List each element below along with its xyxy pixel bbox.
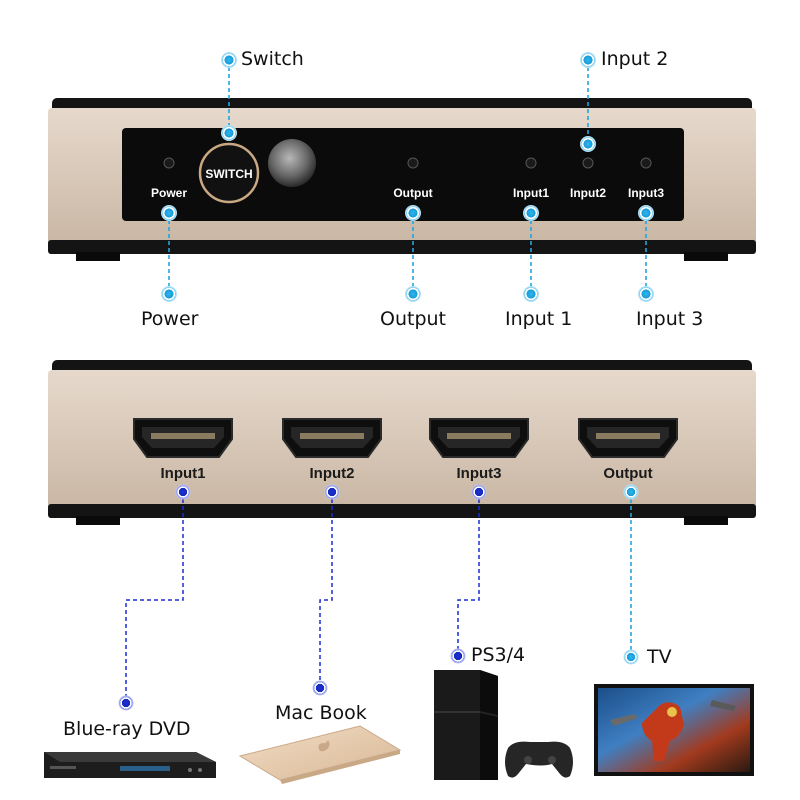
output-marker-icon — [405, 286, 421, 302]
power-marker-icon — [161, 286, 177, 302]
tv-icon — [594, 684, 754, 776]
output-callout-label: Output — [380, 308, 446, 330]
output-port-marker-icon — [623, 484, 639, 500]
switch-button-label: SWITCH — [205, 167, 252, 181]
rear-switch-unit — [48, 360, 756, 525]
input2-target-marker-icon — [580, 136, 596, 152]
rear-markers — [118, 484, 639, 711]
ps4-console-icon — [434, 670, 499, 780]
hdmi-port-icon — [429, 418, 529, 458]
macbook-marker-icon — [312, 680, 328, 696]
rear-port-label-output: Output — [603, 465, 652, 482]
input3-led-label: Input3 — [628, 186, 664, 200]
input1-callout-label: Input 1 — [505, 308, 573, 330]
dvd-device-label: Blue-ray DVD — [63, 718, 191, 740]
switch-target-marker-icon — [221, 125, 237, 141]
ps-device-label: PS3/4 — [471, 644, 526, 666]
ir-receiver-graphic — [268, 139, 316, 187]
dvd-player-icon — [44, 752, 216, 778]
input1-marker-icon — [523, 286, 539, 302]
rear-port-label-input3: Input3 — [457, 465, 502, 482]
tv-marker-icon — [623, 649, 639, 665]
power-target-marker-icon — [161, 205, 177, 221]
switch-callout-label: Switch — [241, 48, 304, 70]
hdmi-port-icon — [282, 418, 382, 458]
power-led-label: Power — [151, 186, 187, 200]
front-control-panel — [122, 128, 684, 221]
front-switch-unit — [48, 98, 756, 261]
input3-callout-label: Input 3 — [636, 308, 704, 330]
input2-marker-icon — [580, 52, 596, 68]
front-leds — [163, 157, 652, 169]
input3-target-marker-icon — [638, 205, 654, 221]
ps-marker-icon — [450, 648, 466, 664]
rear-port-label-input2: Input2 — [310, 465, 355, 482]
switch-button-graphic: SWITCH — [198, 142, 260, 204]
front-callout-lines — [168, 60, 647, 294]
switch-marker-icon — [221, 52, 237, 68]
hdmi-port-icon — [578, 418, 678, 458]
rear-connection-lines — [125, 492, 480, 703]
hdmi-port-icon — [133, 418, 233, 458]
game-controller-icon — [505, 741, 573, 778]
input2-callout-label: Input 2 — [601, 48, 669, 70]
front-callout-markers — [161, 52, 654, 302]
output-target-marker-icon — [405, 205, 421, 221]
dvd-marker-icon — [118, 695, 134, 711]
power-callout-label: Power — [141, 308, 199, 330]
input1-led-label: Input1 — [513, 186, 549, 200]
output-led-label: Output — [393, 186, 432, 200]
input2-led-label: Input2 — [570, 186, 606, 200]
tv-device-label: TV — [647, 646, 672, 668]
hdmi-ports — [133, 418, 678, 458]
input3-port-marker-icon — [471, 484, 487, 500]
macbook-icon — [238, 725, 402, 784]
input3-marker-icon — [638, 286, 654, 302]
input1-target-marker-icon — [523, 205, 539, 221]
macbook-device-label: Mac Book — [275, 702, 367, 724]
rear-port-label-input1: Input1 — [161, 465, 206, 482]
input2-port-marker-icon — [324, 484, 340, 500]
input1-port-marker-icon — [175, 484, 191, 500]
